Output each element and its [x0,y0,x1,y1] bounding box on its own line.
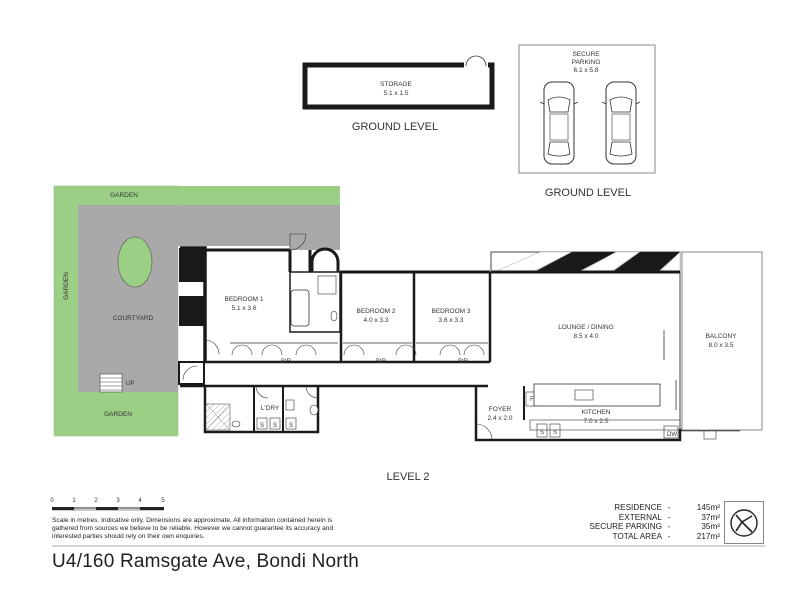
storage-marker: S [553,430,557,436]
bathtub [290,289,310,327]
scale-tick-3: 3 [116,498,120,504]
courtyard-planter [117,236,153,288]
disclaimer-text: Scale in metres. Indicative only. Dimens… [52,517,334,541]
garden-label-top: GARDEN [110,192,138,199]
agency-logo-icon [724,501,764,544]
bedroom1-name: BEDROOM 1 [224,296,263,303]
storage-name: STORAGE [380,81,412,88]
bir-label-3: BIR [458,359,469,365]
toilet [231,420,241,428]
dishwasher-marker: DW [667,432,677,438]
scale-tick-0: 0 [50,498,54,504]
bedroom3-name: BEDROOM 3 [431,308,470,315]
level-label-ground-storage: GROUND LEVEL [352,121,438,133]
secure-parking: SECURE PARKING 6.1 x 5.8 [518,44,656,174]
bir-label-2: BIR [376,359,387,365]
fridge-marker: F [530,397,534,403]
kitchen-sink [574,389,594,401]
apartment-walls [178,233,763,442]
bedroom2-name: BEDROOM 2 [356,308,395,315]
balcony-area [681,251,763,431]
area-row: TOTAL AREA- 217m² [560,532,720,542]
area-value: 37m² [701,512,720,522]
area-label: SECURE PARKING [589,522,662,531]
scale-tick-2: 2 [94,498,98,504]
courtyard-label: COURTYARD [113,315,154,322]
property-address: U4/160 Ramsgate Ave, Bondi North [52,551,360,572]
bir-label-1: BIR [281,359,292,365]
lounge-dims: 8.5 x 4.0 [574,333,599,340]
balcony-dims: 8.0 x 3.5 [709,342,734,349]
courtyard-area [78,205,340,393]
kitchen-island [533,383,661,407]
kitchen-bench [529,419,681,431]
wardrobes [230,342,488,356]
area-value: 145m² [696,503,720,512]
shower [317,275,337,295]
scale-tick-1: 1 [72,498,76,504]
kitchen-name: KITCHEN [582,409,611,416]
area-label: TOTAL AREA [612,531,662,541]
level-label-ground-parking: GROUND LEVEL [545,187,631,199]
car-icon [601,81,641,165]
garden-label-left: GARDEN [63,272,70,300]
storage-marker: S [273,423,277,429]
area-value: 35m² [701,522,720,531]
scale-tick-4: 4 [138,498,142,504]
garden-label-bottom: GARDEN [104,411,132,418]
toilet [309,404,319,416]
toilet [330,310,338,322]
parking-name-line1: SECURE [572,51,600,58]
courtyard-steps [99,373,123,393]
storage-dims: 5.1 x 1.5 [384,90,409,97]
kitchen-dims: 7.0 x 2.5 [584,418,609,425]
storage-unit: STORAGE 5.1 x 1.5 [302,55,495,110]
balcony-name: BALCONY [705,333,737,340]
scale-tick-5: 5 [161,498,165,504]
parking-name-line2: PARKING [572,59,601,66]
area-row: EXTERNAL- 37m² [560,513,720,523]
area-row: SECURE PARKING- 35m² [560,522,720,532]
storage-marker: S [289,423,293,429]
storage-marker: S [260,423,264,429]
scale-bar: 0 1 2 3 4 5 [50,498,165,511]
foyer-name: FOYER [489,406,512,413]
bedroom1-dims: 5.1 x 3.6 [232,305,257,312]
area-label: EXTERNAL [618,512,662,522]
parking-dims: 6.1 x 5.8 [574,67,599,74]
car-icon [539,81,579,165]
stair-up-label: UP [126,381,134,387]
area-value: 217m² [696,531,720,541]
bedroom2-dims: 4.0 x 3.3 [364,317,389,324]
level-label-level2: LEVEL 2 [386,471,429,483]
area-row: RESIDENCE- 145m² [560,503,720,513]
foyer-dims: 2.4 x 2.0 [488,415,513,422]
laundry-label: L'DRY [261,405,280,412]
area-label: RESIDENCE [614,503,662,512]
lounge-name: LOUNGE / DINING [558,324,614,331]
area-summary: RESIDENCE- 145m² EXTERNAL- 37m² SECURE P… [560,503,720,541]
bedroom3-dims: 3.6 x 3.3 [439,317,464,324]
storage-marker: S [540,430,544,436]
